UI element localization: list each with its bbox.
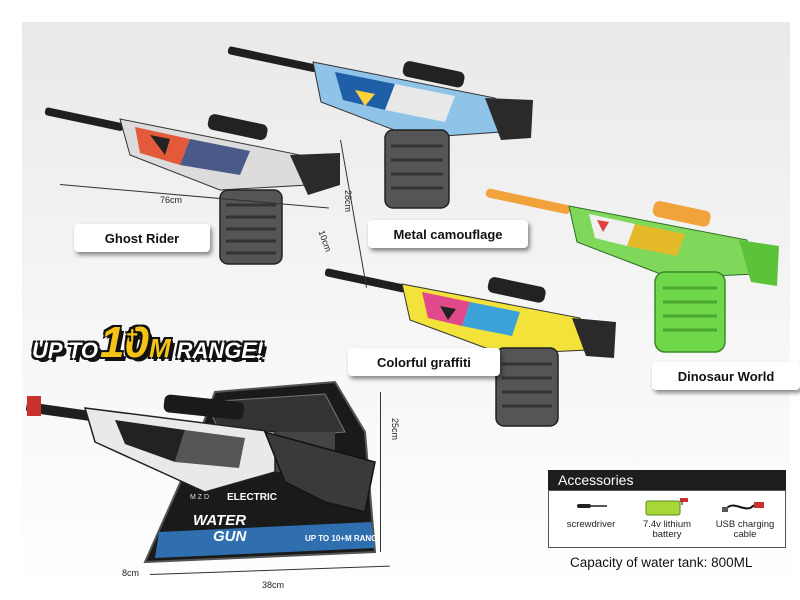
screwdriver-icon (577, 504, 607, 508)
colorful-graffiti-gun-image (320, 262, 620, 432)
accessory-line1: USB charging (715, 519, 775, 530)
range-plus: + (126, 324, 138, 346)
package-brand: M Z D (190, 494, 210, 501)
package-range: UP TO 10+M RANGE! (305, 534, 386, 543)
metal-camouflage-gun-image (225, 40, 535, 220)
accessory-line2: cable (733, 529, 757, 540)
height-dimension-label: 28cm (343, 189, 354, 213)
accessory-item: 7.4v lithium battery (629, 495, 705, 540)
retail-package-image: M Z D ELECTRIC WATER GUN UP TO 10+M RANG… (25, 372, 395, 572)
range-prefix: UP TO (32, 338, 99, 363)
label-dinosaur-world: Dinosaur World (652, 362, 800, 390)
range-number-group: 10+ M (100, 321, 171, 370)
range-banner: UP TO 10+ M RANGE! (32, 316, 263, 370)
range-number: 10 (100, 318, 149, 367)
battery-icon (645, 498, 688, 516)
accessories-header: Accessories (548, 470, 786, 490)
accessory-line1: screwdriver (566, 519, 616, 530)
package-type: ELECTRIC (227, 492, 277, 503)
box-height-label: 25cm (390, 417, 401, 441)
box-height-line (380, 392, 381, 552)
package-logo-line2: GUN (213, 528, 247, 545)
accessory-line2: battery (652, 529, 682, 540)
usb-cable-icon (722, 502, 764, 512)
length-dimension-label: 76cm (160, 195, 183, 205)
label-ghost-rider: Ghost Rider (74, 224, 210, 252)
label-colorful-graffiti: Colorful graffiti (348, 348, 500, 376)
box-depth-label: 8cm (122, 568, 140, 578)
label-metal-camouflage: Metal camouflage (368, 220, 528, 248)
accessory-item: USB charging cable (707, 495, 783, 540)
range-suffix: RANGE! (176, 338, 264, 363)
accessory-item: screwdriver (553, 495, 629, 530)
accessories-panel: screwdriver 7.4v lithium battery USB cha… (548, 490, 786, 548)
accessory-line1: 7.4v lithium (642, 519, 692, 530)
box-width-label: 38cm (262, 580, 285, 590)
package-logo-line1: WATER (193, 512, 247, 529)
range-unit: M (148, 333, 171, 363)
dinosaur-world-gun-image (485, 180, 785, 355)
ghost-rider-gun-image (40, 95, 340, 270)
water-tank-capacity: Capacity of water tank: 800ML (570, 555, 753, 570)
